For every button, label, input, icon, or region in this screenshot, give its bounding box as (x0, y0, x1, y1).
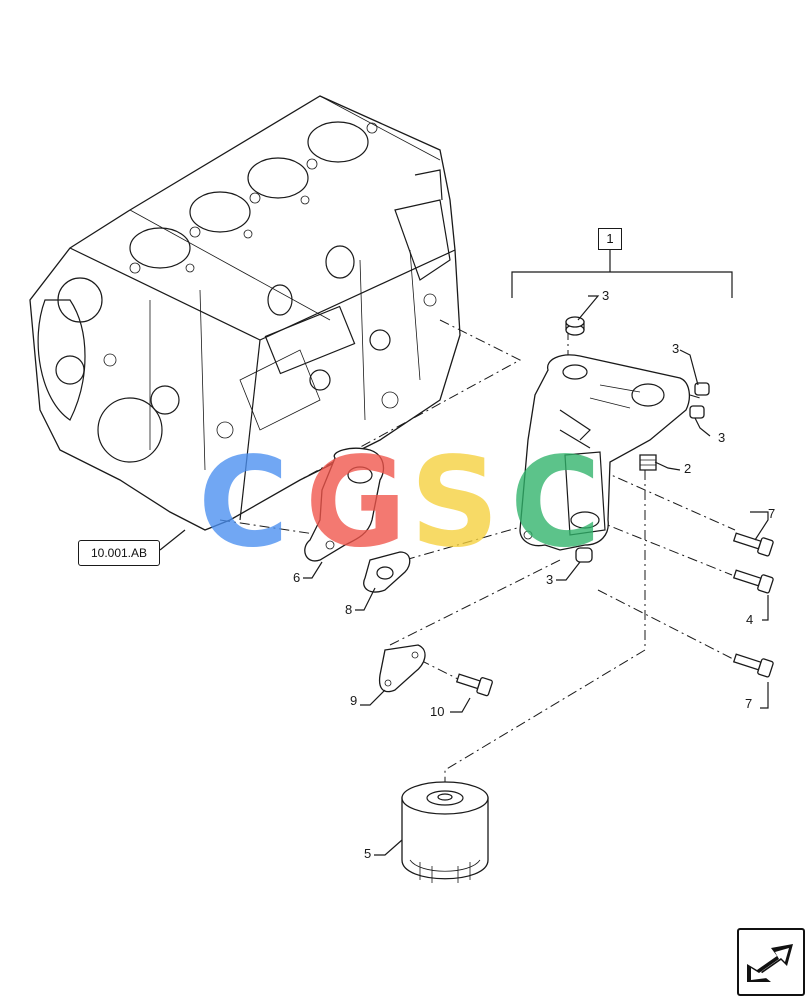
plug-2 (639, 454, 657, 471)
plate-9 (378, 644, 426, 693)
plug-items (565, 316, 710, 563)
watermark-letter-s: S (410, 431, 500, 575)
plug-top (565, 316, 585, 336)
engine-block (29, 95, 461, 531)
return-arrow-icon (747, 944, 793, 982)
callout-10: 10 (430, 704, 444, 719)
callout-5: 5 (364, 846, 371, 861)
callout-8: 8 (345, 602, 352, 617)
watermark-letter-c1: C (198, 431, 290, 575)
callout-2: 2 (684, 461, 691, 476)
watermark-letter-c2: C (510, 431, 602, 575)
callout-3-right-upper: 3 (672, 341, 679, 356)
engine-reference-link[interactable]: 10.001.AB (78, 540, 160, 566)
callout-3-top: 3 (602, 288, 609, 303)
callout-7-upper: 7 (768, 506, 775, 521)
callout-4: 4 (746, 612, 753, 627)
watermark-letter-g: G (305, 431, 407, 575)
callout-leaders (159, 295, 769, 856)
callout-6: 6 (293, 570, 300, 585)
gasket-6 (304, 447, 385, 562)
callout-numbers: 3 3 3 2 7 4 7 3 6 8 9 10 5 (293, 288, 775, 861)
group-label: 1 (598, 228, 622, 250)
callout-3-right-lower: 3 (718, 430, 725, 445)
return-button[interactable] (737, 928, 805, 996)
plug-bottom (575, 547, 593, 563)
gasket-8 (363, 551, 411, 593)
oil-filter-head (519, 354, 691, 551)
bolts (455, 532, 774, 697)
callout-9: 9 (350, 693, 357, 708)
oil-filter (401, 781, 489, 883)
plug-right-upper (694, 382, 710, 396)
group-bracket (511, 248, 733, 298)
callout-3-bottom: 3 (546, 572, 553, 587)
plug-right-lower (689, 405, 705, 419)
callout-7-lower: 7 (745, 696, 752, 711)
